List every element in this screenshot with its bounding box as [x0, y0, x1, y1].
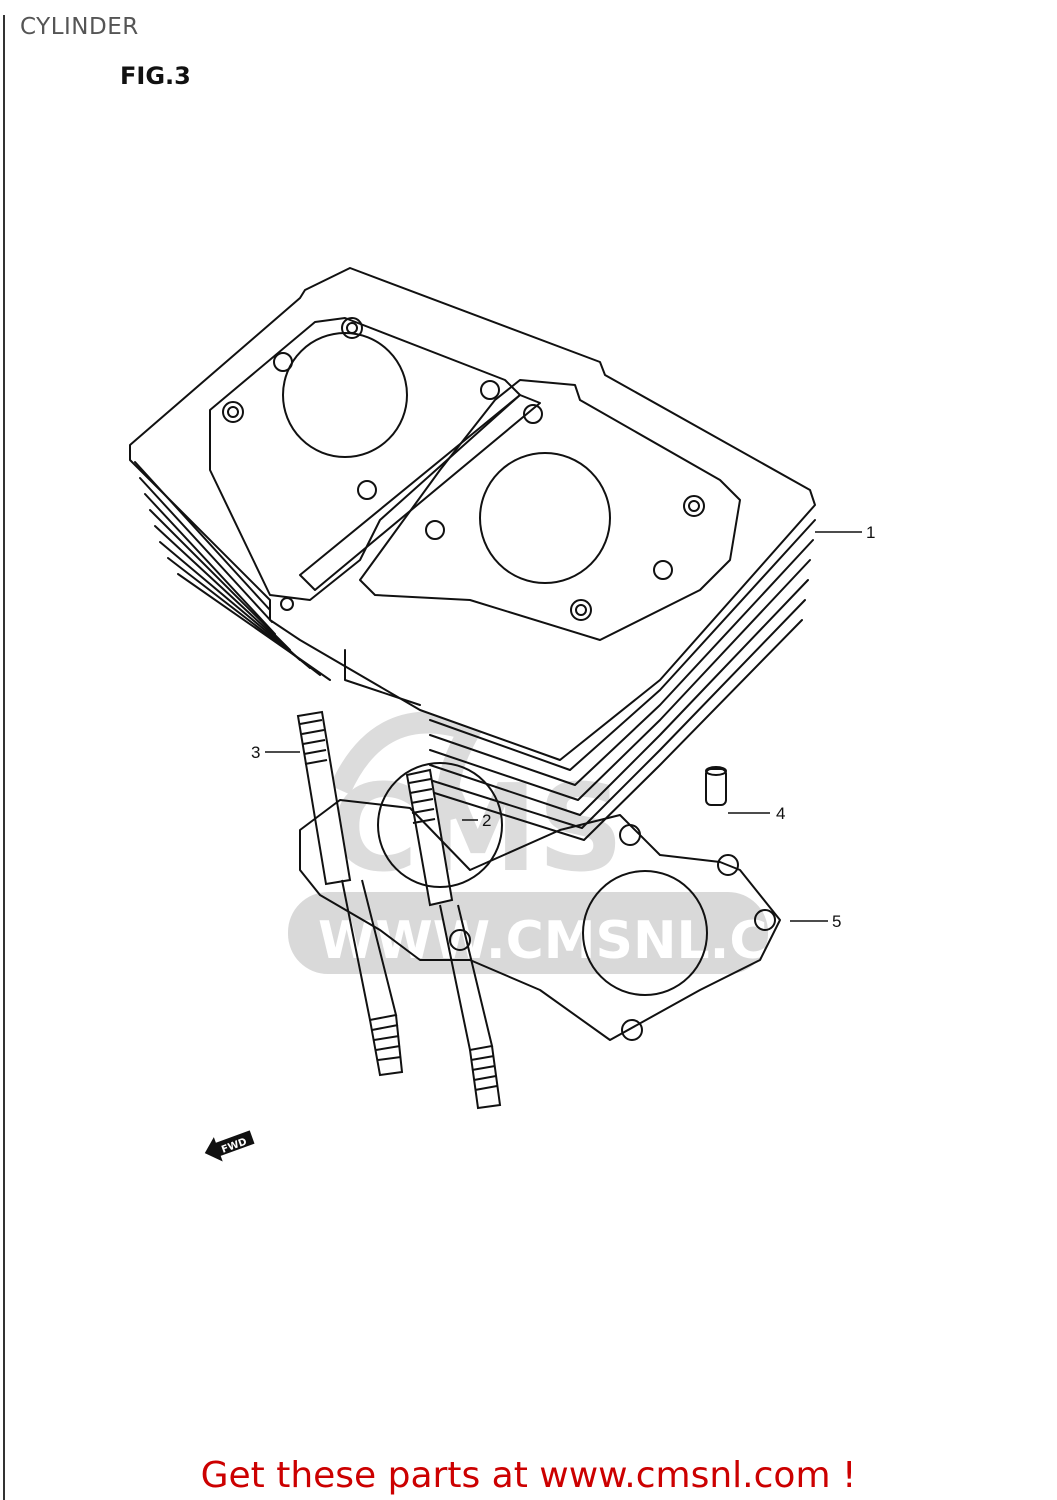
cylinder-base-gasket-part-5	[299, 762, 781, 1041]
footer-text-suffix: !	[830, 1455, 857, 1496]
callouts	[265, 531, 862, 922]
stud-bolt-part-2	[405, 768, 502, 1110]
watermark-banner	[288, 892, 768, 974]
callout-4: 4	[776, 804, 785, 823]
callout-5: 5	[832, 912, 841, 931]
footer-promo: Get these parts at www.cmsnl.com !	[0, 1455, 1057, 1496]
page-left-border	[3, 15, 5, 1500]
dowel-pin-part-4	[705, 766, 727, 806]
cylinder-part-1	[129, 267, 816, 841]
footer-link[interactable]: www.cmsnl.com	[539, 1455, 831, 1496]
forward-arrow-label: FWD	[220, 1137, 248, 1156]
forward-arrow-icon: FWD	[204, 1130, 255, 1162]
stud-bolt-part-3	[296, 710, 404, 1077]
callout-2: 2	[482, 811, 491, 830]
footer-text-prefix: Get these parts at	[200, 1455, 540, 1496]
callout-1: 1	[866, 523, 875, 542]
page-title: CYLINDER	[20, 14, 139, 40]
callout-3: 3	[251, 743, 260, 762]
figure-label: FIG.3	[120, 62, 191, 90]
watermark-url: WWW.CMSNL.COM	[318, 911, 863, 971]
